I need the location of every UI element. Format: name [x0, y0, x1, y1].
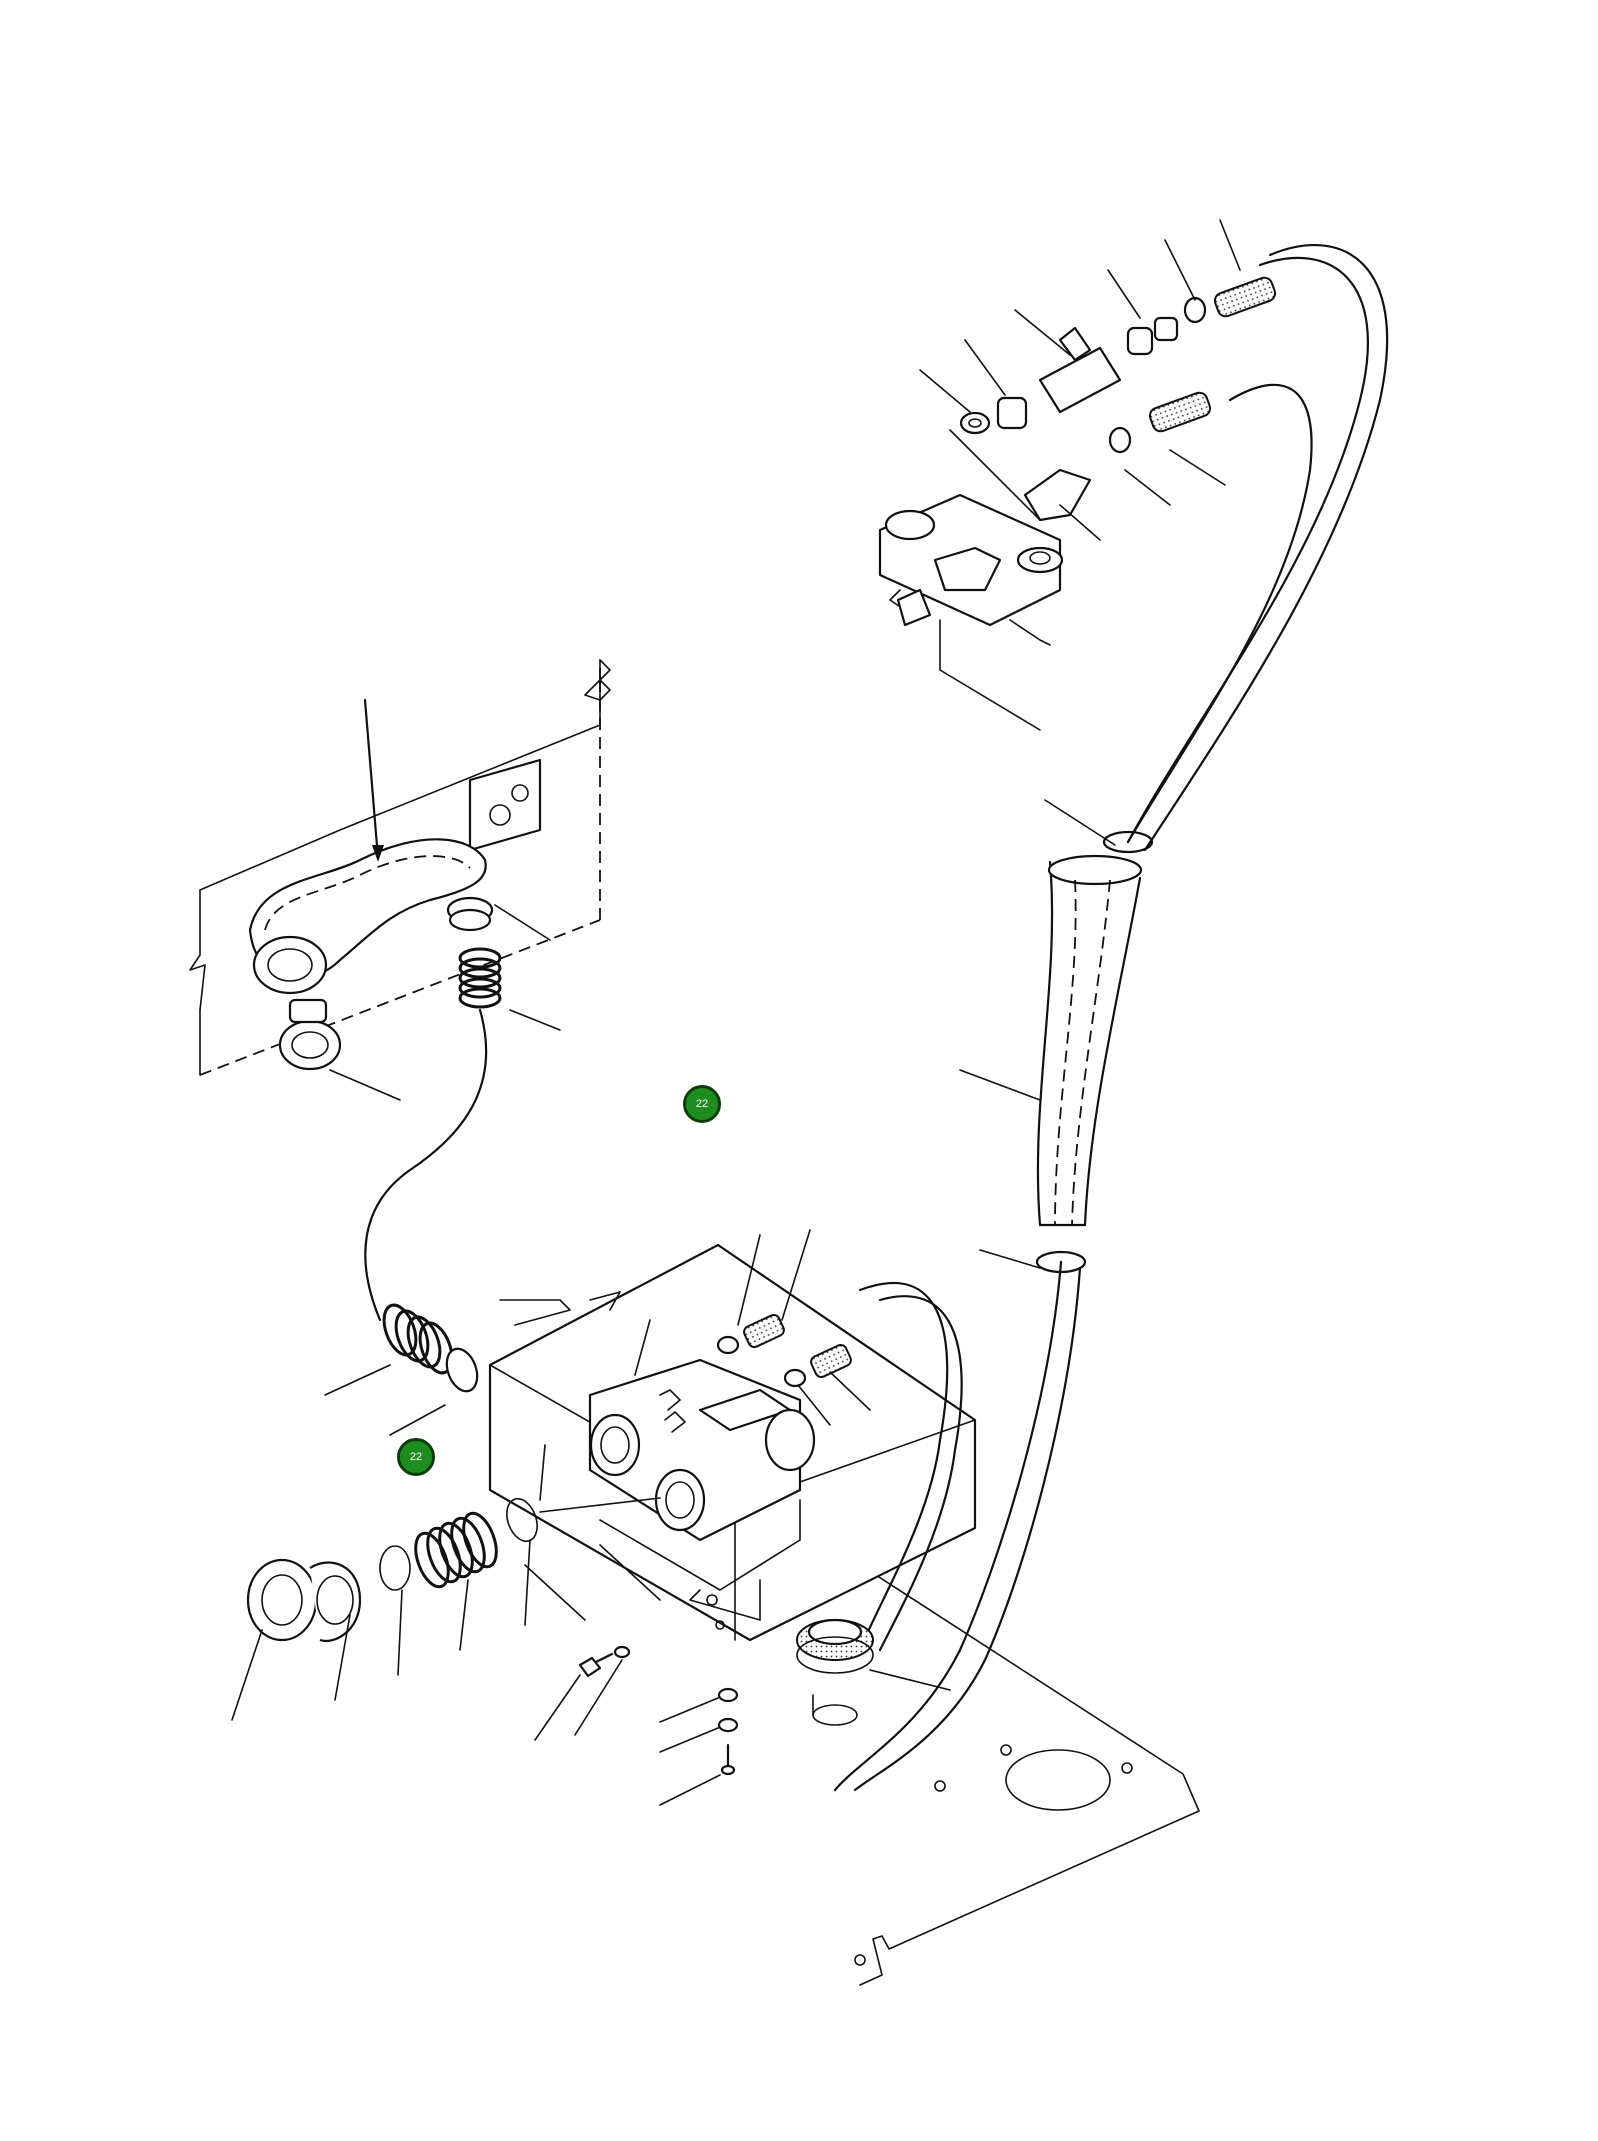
- callout-22-lower[interactable]: 22: [397, 1438, 435, 1476]
- heater-small-hoses: [659, 1313, 852, 1433]
- valve-fittings: [959, 276, 1277, 522]
- main-hose: [1035, 830, 1154, 1274]
- coolant-hoses: [833, 243, 1389, 1792]
- mounting-hardware: [578, 1645, 739, 1776]
- vent-outlet-lower: [246, 1497, 661, 1643]
- dash-duct-panel: [189, 659, 611, 1076]
- heater-unit: [488, 1243, 977, 1642]
- callout-22-upper[interactable]: 22: [683, 1085, 721, 1123]
- grommet: [796, 1618, 874, 1674]
- water-valve-assembly: [878, 493, 1064, 731]
- vent-outlet-upper: [278, 998, 342, 1071]
- flex-duct-left: [364, 908, 502, 1393]
- leader-lines: [231, 219, 1241, 1806]
- base-plate: [812, 1554, 1200, 1986]
